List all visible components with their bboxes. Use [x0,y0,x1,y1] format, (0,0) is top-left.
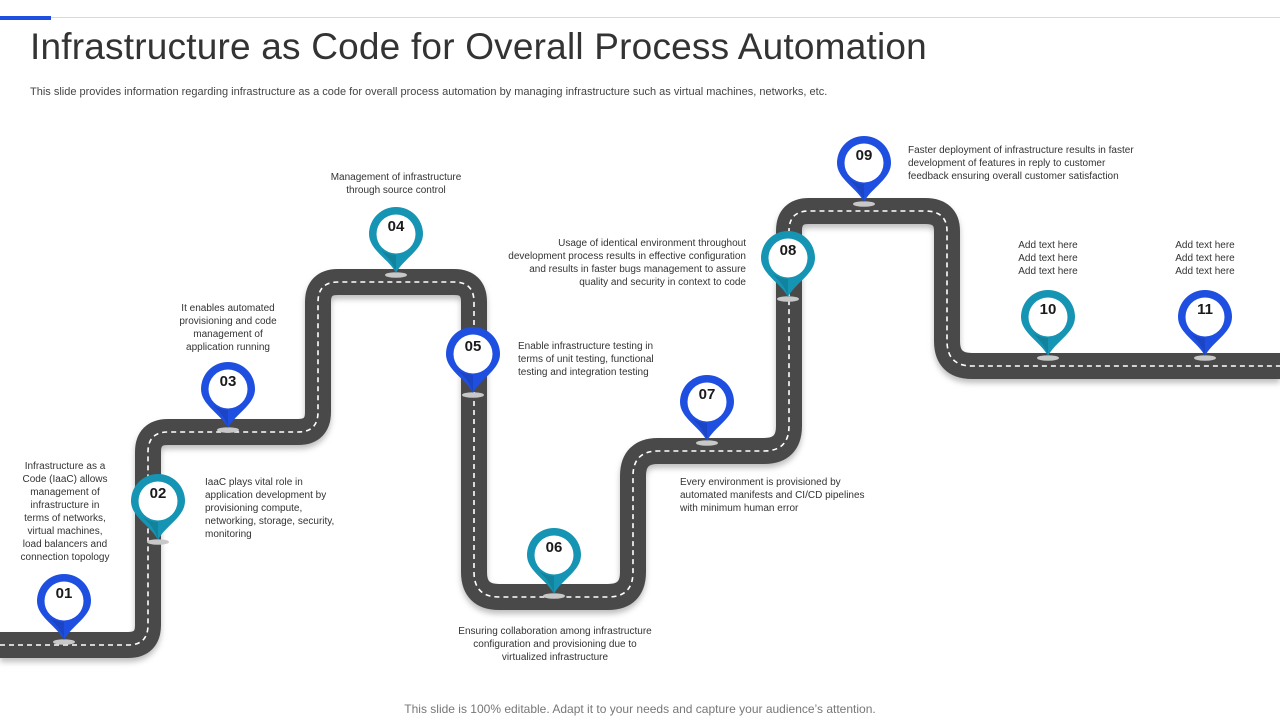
pin-11-icon: 11 [1176,288,1234,364]
pin-05-icon: 05 [444,325,502,401]
pin-04-icon: 04 [367,205,425,281]
pin-08-icon: 08 [759,229,817,305]
pin-02-icon: 02 [129,472,187,548]
milestone-06-text: Ensuring collaboration among infrastruct… [458,626,652,663]
top-accent-bar [0,16,51,20]
pin-03-icon: 03 [199,360,257,436]
milestone-09-text: Faster deployment of infrastructure resu… [908,145,1134,182]
slide-subtitle: This slide provides information regardin… [30,86,828,98]
pin-07-icon: 07 [678,373,736,449]
slide-footer: This slide is 100% editable. Adapt it to… [404,702,876,716]
pin-01-icon: 01 [35,572,93,648]
milestone-08-text: Usage of identical environment throughou… [508,238,746,288]
pin-06-icon: 06 [525,526,583,602]
pin-09-icon: 09 [835,134,893,210]
top-divider [0,17,1280,18]
slide-title: Infrastructure as Code for Overall Proce… [30,26,927,67]
pin-10-icon: 10 [1019,288,1077,364]
